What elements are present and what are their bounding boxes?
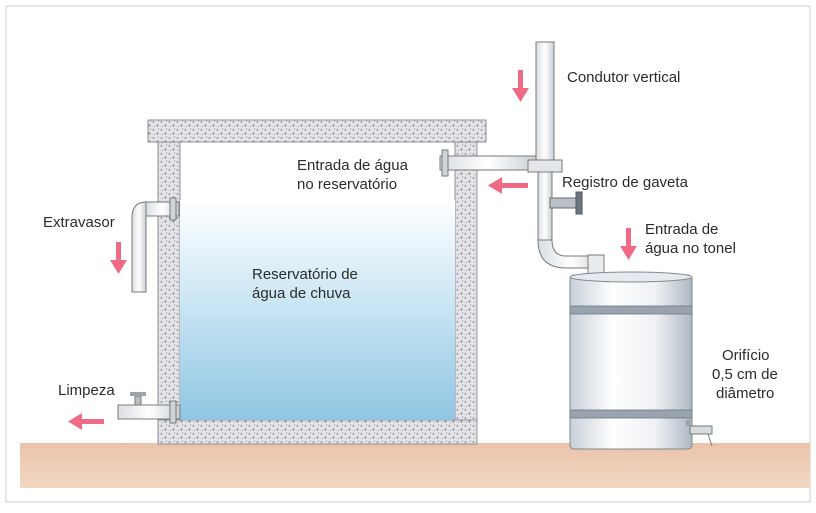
reservoir-floor: [157, 419, 478, 445]
arrow-down-icon: [512, 70, 529, 102]
reservoir-water: [180, 200, 455, 420]
label-line: Orifício: [722, 347, 770, 364]
label-limpeza: Limpeza: [58, 382, 115, 399]
label-entrada-reservatorio: Entrada de água no reservatório: [297, 156, 408, 194]
label-extravasor: Extravasor: [43, 214, 115, 231]
barrel-hoop: [569, 305, 693, 315]
label-reservatorio: Reservatório de água de chuva: [252, 265, 358, 303]
label-line: Entrada de água: [297, 157, 408, 174]
barrel: [569, 271, 713, 450]
label-line: água no tonel: [645, 240, 736, 257]
barrel-hoop: [569, 409, 693, 419]
arrow-left-icon: [488, 177, 528, 194]
valve-icon: [134, 395, 142, 406]
cleaning-pipe: [117, 392, 181, 424]
label-line: diâmetro: [716, 385, 775, 402]
label-line: Entrada de: [645, 221, 719, 238]
label-line: Reservatório de: [252, 266, 358, 283]
orifice-outlet: [689, 425, 713, 435]
conductor-pipe: [439, 41, 605, 283]
overflow-pipe: [131, 197, 180, 293]
label-orificio: Orifício 0,5 cm de diâmetro: [712, 346, 778, 403]
vertical-conductor: [535, 41, 555, 167]
label-registro-gaveta: Registro de gaveta: [562, 174, 688, 191]
label-line: no reservatório: [297, 176, 398, 193]
inlet-pipe: [439, 155, 537, 171]
arrow-down-icon: [110, 242, 127, 274]
label-line: 0,5 cm de: [712, 366, 778, 383]
label-condutor-vertical: Condutor vertical: [567, 69, 681, 86]
arrow-down-icon: [620, 228, 637, 260]
label-line: água de chuva: [252, 285, 351, 302]
label-entrada-tonel: Entrada de água no tonel: [645, 220, 736, 258]
reservoir-lid: [147, 119, 487, 143]
reservoir-left-wall: [157, 141, 181, 445]
arrow-left-icon: [68, 413, 104, 430]
reservoir-right-wall: [454, 141, 478, 445]
flow-arrows: [68, 70, 637, 430]
gate-valve-icon: [549, 197, 577, 209]
ground: [20, 443, 810, 488]
